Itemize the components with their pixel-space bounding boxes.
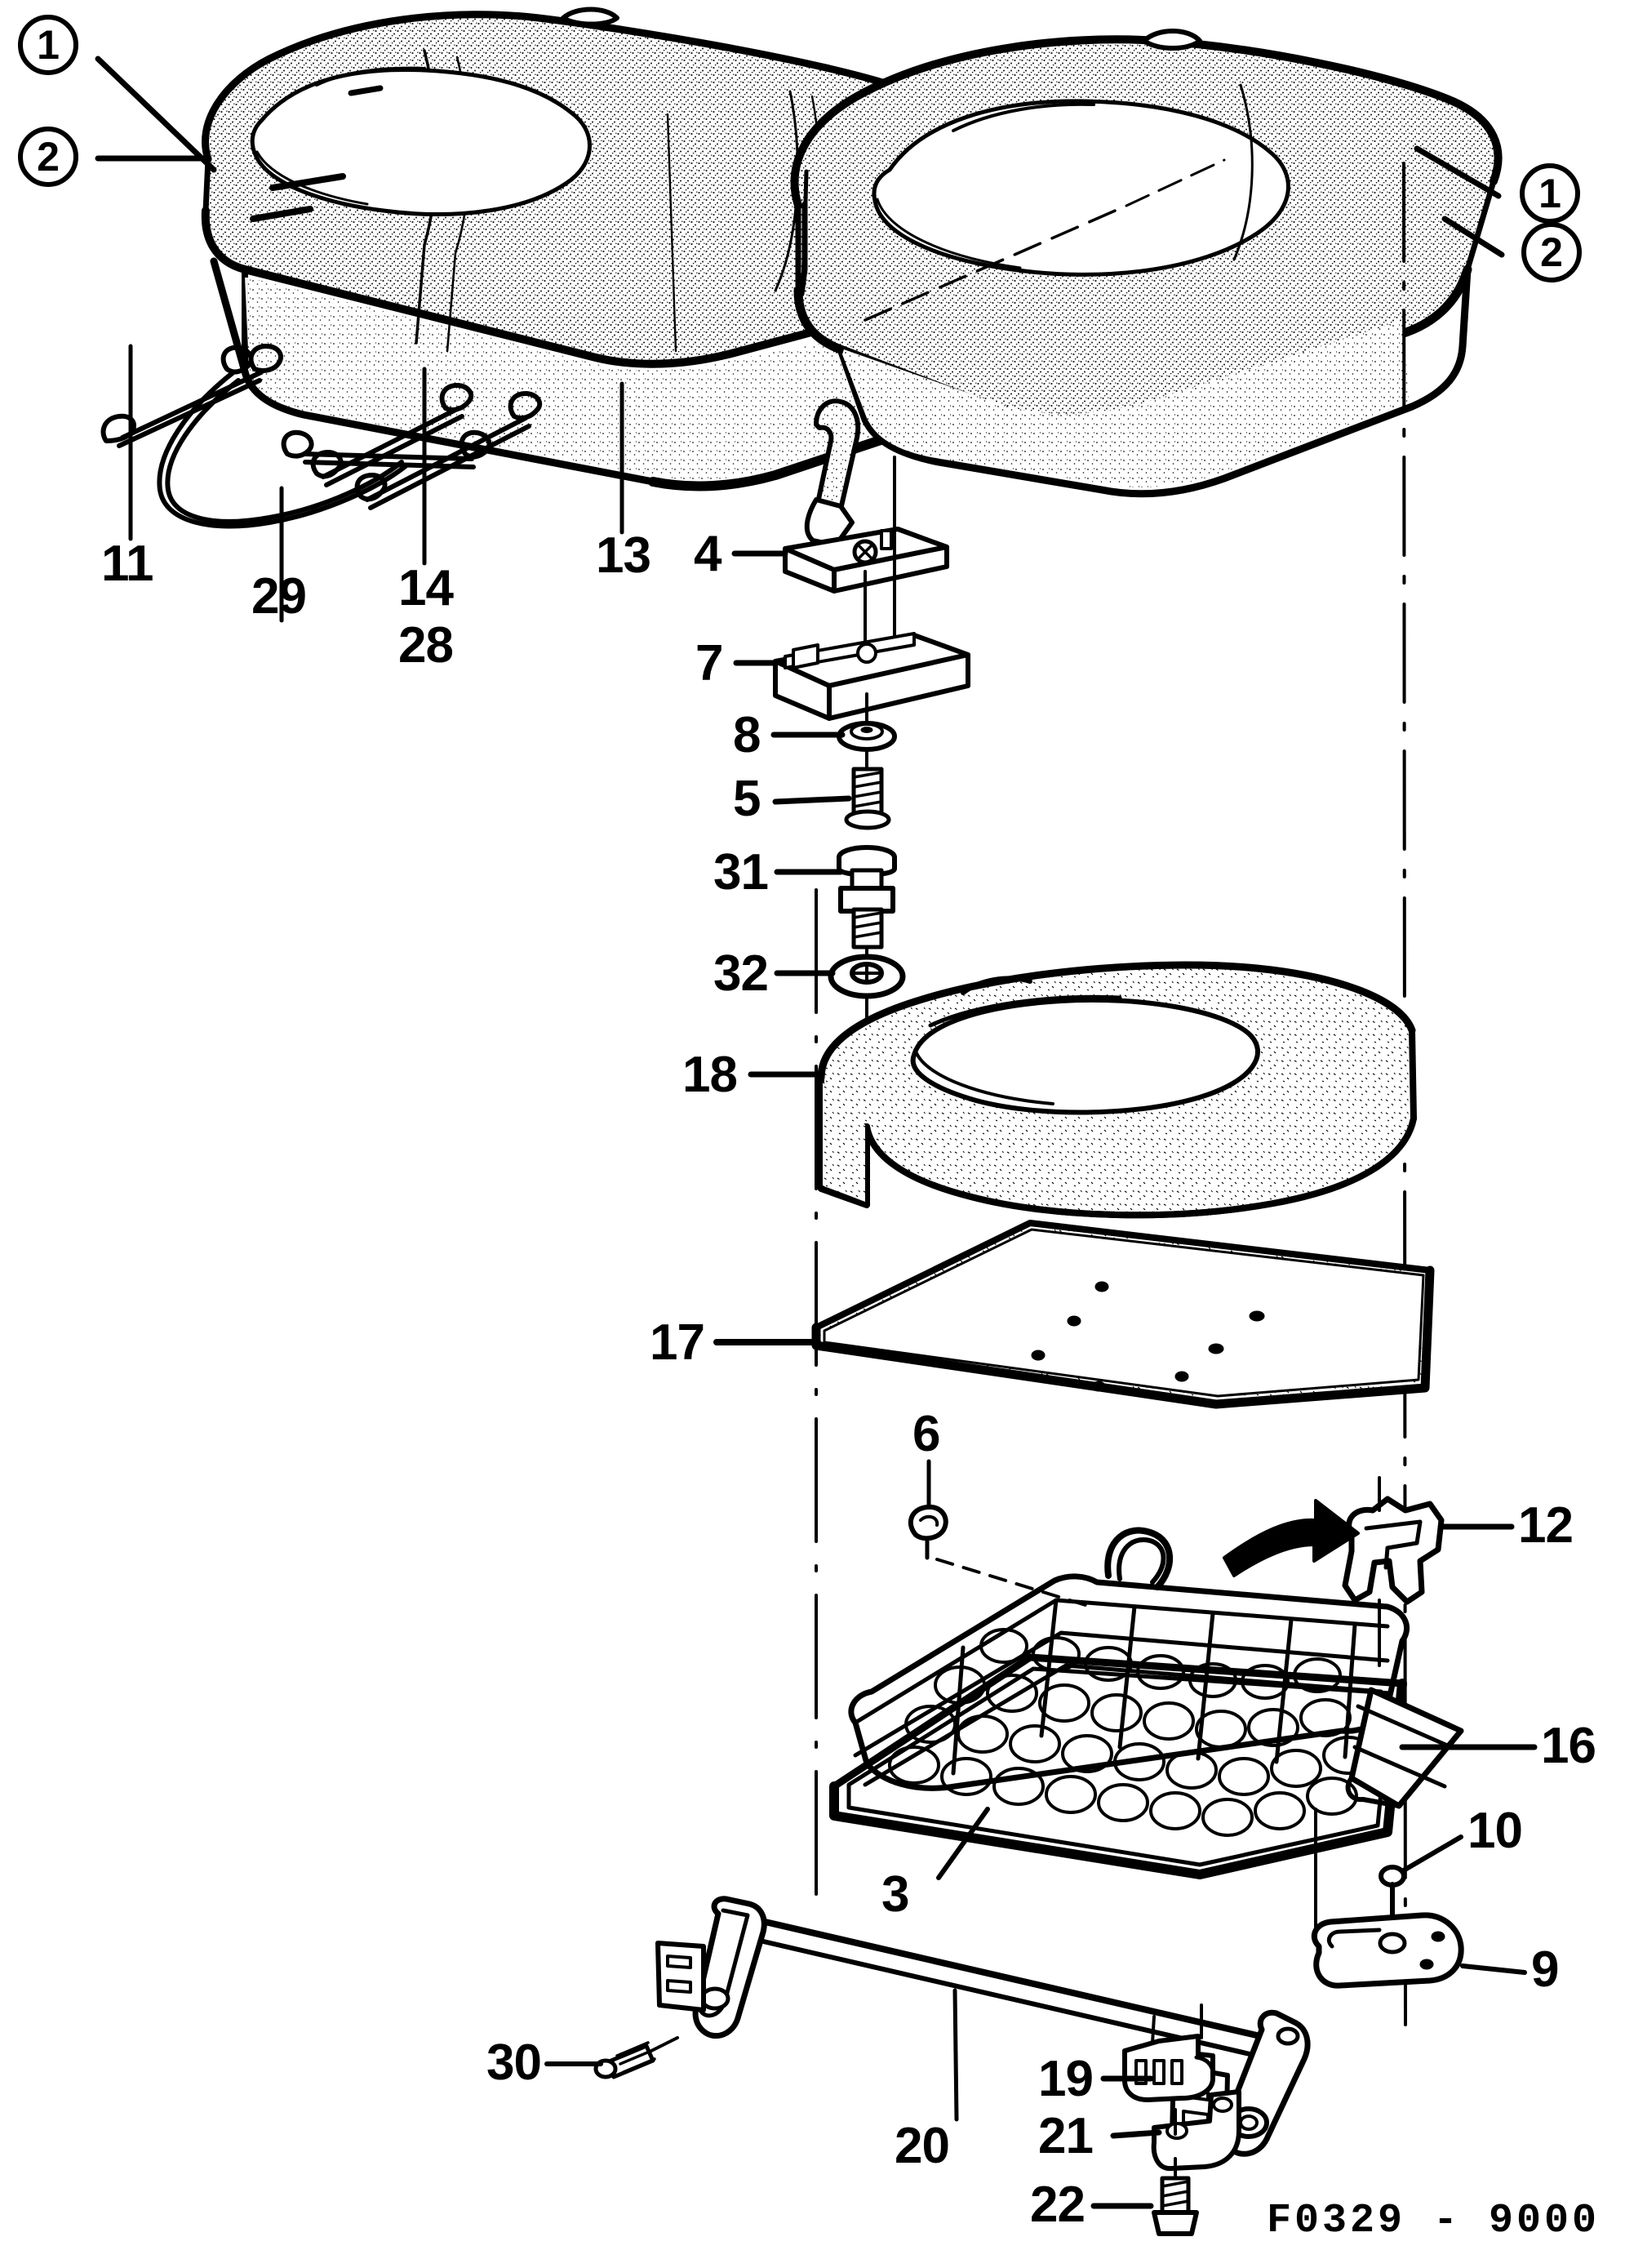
leader-3: [936, 1807, 990, 1880]
leader-c1-right: [1414, 145, 1502, 199]
item-label-17: 17: [650, 1314, 705, 1371]
leader-10: [1400, 1834, 1463, 1874]
seat-panel-17-art: [811, 1220, 1435, 1409]
spring-assembly-3-art: [829, 1527, 1410, 1879]
grommet-32-art: [828, 954, 906, 999]
item-label-12: 12: [1518, 1497, 1574, 1554]
left-seat-cushion-art: [201, 7, 983, 491]
clip-12-art: [1342, 1496, 1445, 1605]
right-seat-cushion-art: [790, 29, 1503, 498]
item-label-4: 4: [694, 526, 721, 582]
leader-9: [1460, 1963, 1527, 1975]
item-label-8: 8: [733, 707, 761, 763]
item-label-6: 6: [912, 1406, 940, 1462]
item-label-13: 13: [596, 527, 651, 584]
callout-label: 1: [1538, 171, 1561, 216]
item-label-5: 5: [733, 771, 761, 827]
clip-6-dashed-path: [935, 1558, 1087, 1607]
item-label-9: 9: [1531, 1941, 1559, 1998]
screw-30-art: [593, 2036, 679, 2079]
item-label-28: 28: [398, 617, 454, 674]
callout-label: 1: [37, 22, 60, 68]
foam-pad-18-art: [817, 961, 1417, 1219]
clip-6-art: [908, 1504, 948, 1560]
callout-label: 2: [1540, 229, 1563, 275]
item-label-7: 7: [695, 635, 723, 692]
item-label-3: 3: [881, 1866, 909, 1923]
callout-label: 2: [37, 134, 60, 180]
item-label-19: 19: [1038, 2051, 1094, 2107]
item-label-29: 29: [251, 568, 307, 625]
leader-c1-left: [95, 56, 217, 173]
item-label-20: 20: [895, 2118, 950, 2174]
bracket-9-art: [1311, 1912, 1464, 1989]
latch-handle-art: [783, 398, 949, 594]
item-label-22: 22: [1030, 2177, 1086, 2233]
item-label-10: 10: [1467, 1803, 1523, 1859]
item-label-14: 14: [398, 560, 454, 616]
callout-1-right: 1: [1520, 163, 1580, 224]
leader-21: [1110, 2129, 1162, 2139]
wire-hooks-art: [100, 344, 543, 529]
item-label-18: 18: [682, 1047, 738, 1103]
callout-2-right: 2: [1521, 222, 1582, 282]
install-arrow-icon: [1223, 1499, 1360, 1577]
wire-clip-19-art: [1122, 2034, 1215, 2102]
leader-c2-right: [1441, 216, 1505, 258]
leader-20: [952, 1988, 959, 2122]
callout-2-left: 2: [18, 127, 78, 187]
callout-1-left: 1: [18, 15, 78, 75]
item-label-32: 32: [713, 945, 769, 1002]
item-label-11: 11: [101, 536, 154, 592]
item-label-30: 30: [486, 2035, 542, 2091]
bolt-31-art: [837, 845, 897, 949]
item-label-16: 16: [1541, 1718, 1596, 1774]
bracket-21-art: [1151, 2089, 1241, 2172]
washer-8-art: [837, 721, 897, 752]
drawing-part-number: F0329 - 9000: [1267, 2198, 1601, 2244]
bracket-7-art: [773, 632, 970, 721]
item-label-31: 31: [713, 844, 769, 901]
leader-5: [772, 795, 852, 805]
item-label-21: 21: [1038, 2108, 1094, 2164]
screw-5-art: [844, 767, 891, 830]
bolt-22-art: [1152, 2176, 1199, 2236]
